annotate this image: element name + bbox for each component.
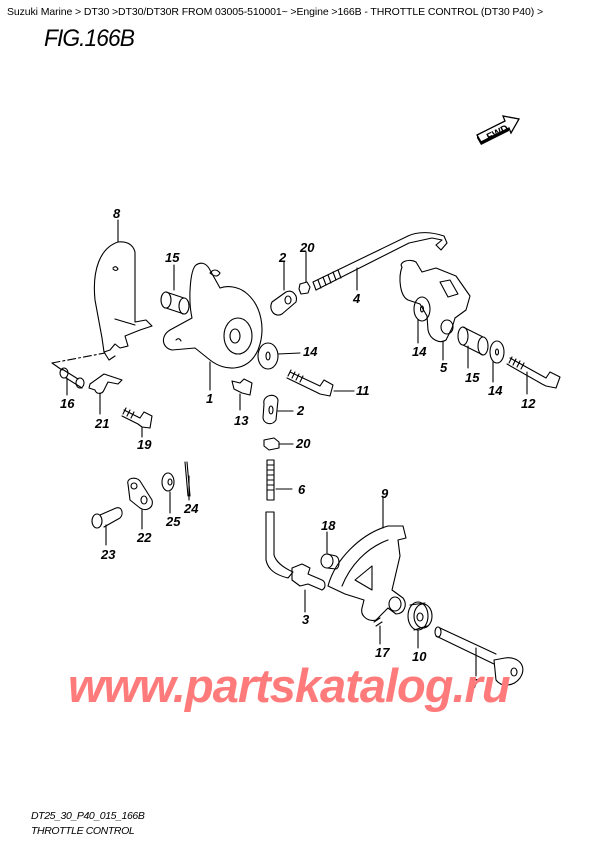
part-20-nut-lower xyxy=(263,437,294,451)
part-14-washer-a xyxy=(413,296,431,322)
breadcrumb-link-dt30[interactable]: DT30 xyxy=(83,6,110,18)
breadcrumb-link-engine[interactable]: Engine xyxy=(296,6,329,18)
callout-7[interactable]: 7 xyxy=(472,676,480,691)
part-23-clevis-pin xyxy=(91,507,123,546)
callout-14[interactable]: 14 xyxy=(303,344,318,359)
part-15-collar xyxy=(160,264,190,315)
callout-2[interactable]: 2 xyxy=(279,250,287,265)
part-19-screw xyxy=(121,407,153,438)
figure-title: FIG.166B xyxy=(44,25,135,52)
callout-1[interactable]: 1 xyxy=(206,391,214,406)
callout-21[interactable]: 21 xyxy=(95,416,110,431)
part-21-clip xyxy=(88,373,123,415)
callout-15b[interactable]: 15 xyxy=(465,370,480,385)
callout-20[interactable]: 20 xyxy=(300,240,315,255)
part-15-collar-right xyxy=(457,326,489,369)
callout-19[interactable]: 19 xyxy=(137,437,152,452)
part-18-collar xyxy=(320,531,340,570)
callout-25[interactable]: 25 xyxy=(166,514,181,529)
callout-10[interactable]: 10 xyxy=(412,649,427,664)
part-8-bracket xyxy=(93,219,153,361)
part-4-rod xyxy=(312,232,448,291)
breadcrumb: Suzuki Marine > DT30 >DT30/DT30R FROM 03… xyxy=(7,6,544,18)
callout-14b[interactable]: 14 xyxy=(412,344,427,359)
callout-15[interactable]: 15 xyxy=(165,250,180,265)
callout-22[interactable]: 22 xyxy=(137,530,152,545)
part-22-link xyxy=(127,477,153,530)
callout-18[interactable]: 18 xyxy=(321,518,336,533)
callout-11[interactable]: 11 xyxy=(356,383,370,398)
part-2-lower-ball-joint xyxy=(262,394,294,425)
callout-6[interactable]: 6 xyxy=(298,482,306,497)
part-20-nut xyxy=(298,251,311,295)
figure-code: DT25_30_P40_015_166B xyxy=(31,810,145,822)
breadcrumb-link-suzuki-marine[interactable]: Suzuki Marine xyxy=(7,6,73,18)
figure-caption: THROTTLE CONTROL xyxy=(31,825,135,837)
callout-23[interactable]: 23 xyxy=(101,547,116,562)
part-17-pin xyxy=(373,617,383,645)
callout-12[interactable]: 12 xyxy=(521,396,536,411)
callout-17[interactable]: 17 xyxy=(375,645,390,660)
breadcrumb-current-page[interactable]: 166B - THROTTLE CONTROL (DT30 P40) xyxy=(337,6,535,18)
callout-16[interactable]: 16 xyxy=(60,396,75,411)
part-1-throttle-cam xyxy=(162,262,263,391)
callout-9[interactable]: 9 xyxy=(381,486,389,501)
part-3-connector xyxy=(291,563,326,613)
callout-24[interactable]: 24 xyxy=(184,501,199,516)
callout-5[interactable]: 5 xyxy=(440,360,448,375)
part-11-bolt xyxy=(286,369,355,397)
part-2-upper-ball-joint xyxy=(270,261,297,316)
callout-2b[interactable]: 2 xyxy=(297,403,305,418)
watermark-text: www.partskatalog.ru xyxy=(68,659,511,712)
part-14-washer-c xyxy=(257,342,279,370)
callout-8[interactable]: 8 xyxy=(113,206,121,221)
breadcrumb-link-dt30-dt30r[interactable]: DT30/DT30R FROM 03005-510001~ xyxy=(118,6,288,18)
part-24-cotter-pin xyxy=(184,461,191,501)
callout-13[interactable]: 13 xyxy=(234,413,249,428)
part-6-threaded-rod xyxy=(265,459,294,579)
part-13-bolt xyxy=(231,378,253,411)
part-10-bushing xyxy=(407,601,433,649)
part-12-bolt xyxy=(506,356,561,395)
callout-14c[interactable]: 14 xyxy=(488,383,503,398)
part-16-pin xyxy=(59,367,85,396)
part-5-cam-bracket xyxy=(399,259,471,361)
callout-20b[interactable]: 20 xyxy=(296,436,311,451)
fwd-arrow-icon: FWD xyxy=(476,115,521,145)
callout-4[interactable]: 4 xyxy=(353,291,361,306)
callout-3[interactable]: 3 xyxy=(302,612,310,627)
part-7-shaft xyxy=(434,626,524,686)
part-14-washer-b xyxy=(489,340,505,364)
part-9-throttle-sector xyxy=(327,496,407,621)
part-25-washer xyxy=(161,472,175,514)
